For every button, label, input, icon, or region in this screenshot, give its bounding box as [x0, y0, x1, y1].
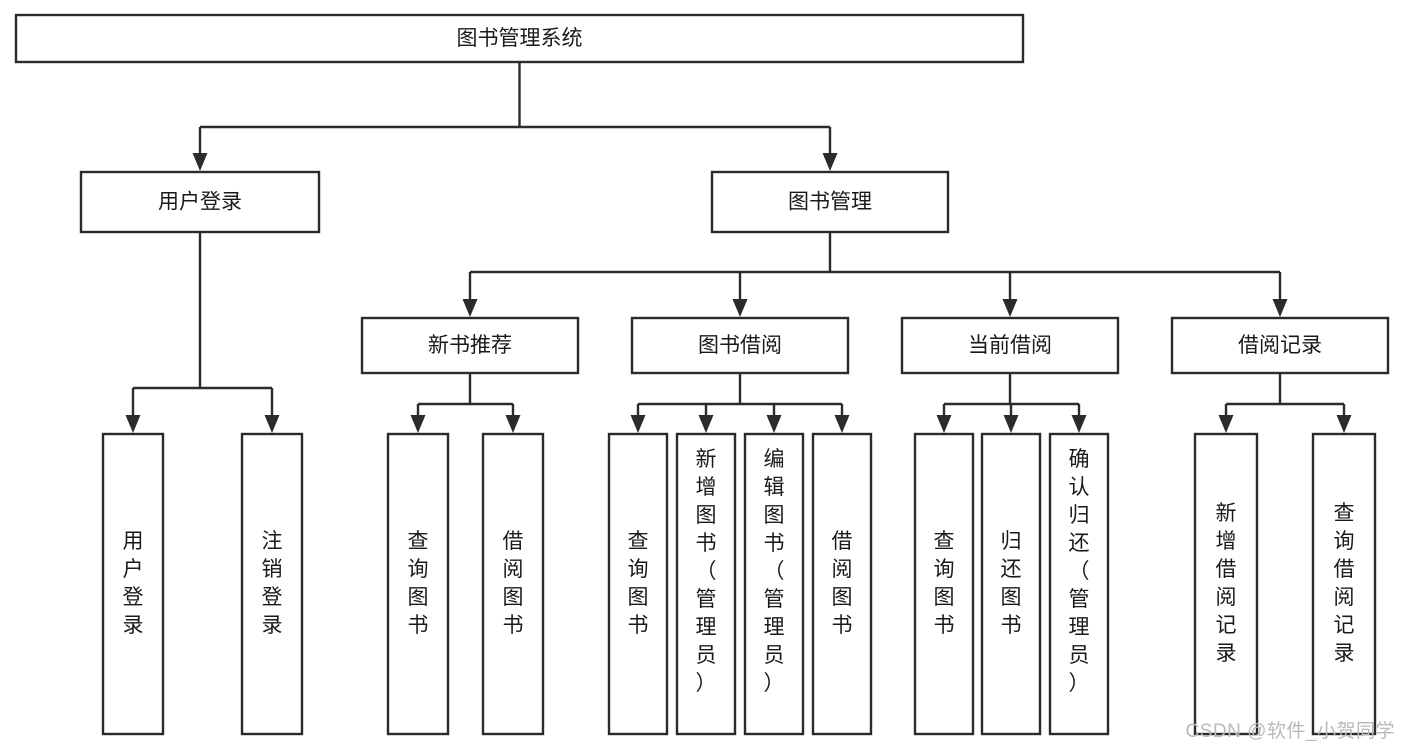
node-label: 查询图书: [408, 530, 429, 637]
node-leaf-7[interactable]: 借阅图书: [811, 432, 873, 736]
arrow-head-icon: [834, 415, 850, 433]
node-leaf-6[interactable]: 编辑图书（管理员）: [743, 432, 805, 736]
arrow-head-icon: [1218, 415, 1234, 433]
node-leaf-11[interactable]: 新增借阅记录: [1193, 432, 1259, 736]
node-label: 借阅图书: [503, 530, 524, 637]
node-label: 编辑图书（管理员）: [764, 448, 785, 695]
csdn-watermark: CSDN @软件_小贺同学: [1185, 721, 1395, 742]
node-leaf-12[interactable]: 查询借阅记录: [1311, 432, 1377, 736]
node-box: [1170, 316, 1390, 375]
arrow-head-icon: [1002, 299, 1018, 317]
nodes-layer: 图书管理系统用户登录图书管理新书推荐图书借阅当前借阅借阅记录用户登录注销登录查询…: [14, 13, 1390, 736]
node-box: [607, 432, 669, 736]
node-label: 借阅记录: [1238, 334, 1322, 357]
node-label: 确认归还（管理员）: [1069, 448, 1090, 695]
node-leaf-1[interactable]: 注销登录: [240, 432, 304, 736]
node-label: 查询借阅记录: [1334, 502, 1355, 665]
arrow-head-icon: [698, 415, 714, 433]
arrow-head-icon: [630, 415, 646, 433]
node-label: 查询图书: [628, 530, 649, 637]
connectors-layer: [125, 62, 1352, 433]
node-leaf-10[interactable]: 确认归还（管理员）: [1048, 432, 1110, 736]
node-level3-3[interactable]: 借阅记录: [1170, 316, 1390, 375]
node-label: 图书管理系统: [457, 27, 583, 50]
node-root-0[interactable]: 图书管理系统: [14, 13, 1025, 64]
node-box: [1311, 432, 1377, 736]
arrow-head-icon: [125, 415, 141, 433]
node-box: [710, 170, 950, 234]
node-box: [1193, 432, 1259, 736]
node-label: 新增图书（管理员）: [696, 448, 717, 695]
node-level3-2[interactable]: 当前借阅: [900, 316, 1120, 375]
node-box: [1048, 432, 1110, 736]
node-box: [913, 432, 975, 736]
node-leaf-0[interactable]: 用户登录: [101, 432, 165, 736]
arrow-head-icon: [766, 415, 782, 433]
node-box: [811, 432, 873, 736]
node-leaf-2[interactable]: 查询图书: [386, 432, 450, 736]
arrow-head-icon: [732, 299, 748, 317]
node-box: [743, 432, 805, 736]
node-leaf-4[interactable]: 查询图书: [607, 432, 669, 736]
node-box: [675, 432, 737, 736]
node-box: [14, 13, 1025, 64]
arrow-head-icon: [192, 153, 208, 171]
node-leaf-8[interactable]: 查询图书: [913, 432, 975, 736]
node-level3-0[interactable]: 新书推荐: [360, 316, 580, 375]
node-box: [101, 432, 165, 736]
node-box: [481, 432, 545, 736]
arrow-head-icon: [822, 153, 838, 171]
node-box: [630, 316, 850, 375]
node-box: [900, 316, 1120, 375]
arrow-head-icon: [936, 415, 952, 433]
node-label: 新增借阅记录: [1216, 502, 1237, 665]
node-label: 当前借阅: [968, 334, 1052, 357]
node-label: 用户登录: [158, 191, 242, 214]
arrow-head-icon: [1003, 415, 1019, 433]
node-label: 用户登录: [123, 530, 144, 637]
node-leaf-9[interactable]: 归还图书: [980, 432, 1042, 736]
node-box: [79, 170, 321, 234]
node-leaf-5[interactable]: 新增图书（管理员）: [675, 432, 737, 736]
arrow-head-icon: [1272, 299, 1288, 317]
arrow-head-icon: [264, 415, 280, 433]
node-label: 图书管理: [788, 191, 872, 214]
node-level3-1[interactable]: 图书借阅: [630, 316, 850, 375]
arrow-head-icon: [505, 415, 521, 433]
node-box: [980, 432, 1042, 736]
node-label: 注销登录: [262, 530, 283, 637]
node-label: 借阅图书: [832, 530, 853, 637]
node-box: [386, 432, 450, 736]
arrow-head-icon: [410, 415, 426, 433]
node-label: 图书借阅: [698, 334, 782, 357]
node-label: 查询图书: [934, 530, 955, 637]
node-level2-0[interactable]: 用户登录: [79, 170, 321, 234]
arrow-head-icon: [462, 299, 478, 317]
node-box: [360, 316, 580, 375]
node-level2-1[interactable]: 图书管理: [710, 170, 950, 234]
node-label: 新书推荐: [428, 334, 512, 357]
node-box: [240, 432, 304, 736]
arrow-head-icon: [1336, 415, 1352, 433]
arrow-head-icon: [1071, 415, 1087, 433]
node-leaf-3[interactable]: 借阅图书: [481, 432, 545, 736]
node-label: 归还图书: [1001, 530, 1022, 637]
